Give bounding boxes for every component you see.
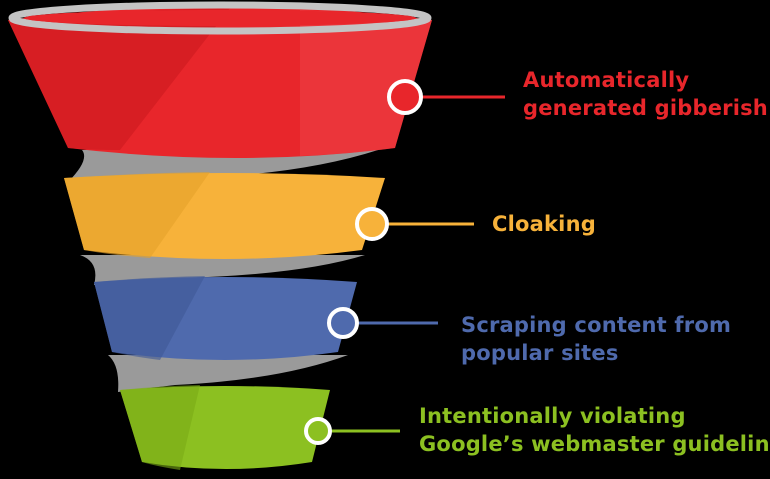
tier-1-rim <box>8 1 432 35</box>
pointer-marker-3 <box>327 307 359 339</box>
stage-2-label-line-1: Cloaking <box>492 212 596 236</box>
pointer-marker-1 <box>387 79 423 115</box>
pointer-marker-4 <box>304 417 332 445</box>
funnel-tier-3 <box>94 276 357 360</box>
tier-4-shade <box>120 385 200 470</box>
stage-1-label-line-1: Automatically <box>523 68 690 92</box>
funnel-tier-2 <box>64 172 385 259</box>
funnel-tier-4 <box>120 385 330 470</box>
stage-3-label-line-1: Scraping content from <box>461 313 732 337</box>
stage-2-label: Cloaking <box>492 210 596 238</box>
tier-1-opening <box>24 10 416 26</box>
stage-4-label-line-1: Intentionally violating <box>419 404 686 428</box>
stage-3-label-line-2: popular sites <box>461 341 619 365</box>
tier-2-shade <box>64 172 210 258</box>
tier-1-shade <box>8 8 230 150</box>
stage-1-label: Automatically generated gibberish <box>523 66 768 122</box>
spiral-connector-2 <box>80 255 365 285</box>
stage-3-label: Scraping content from popular sites <box>461 311 731 367</box>
funnel-tier-1 <box>8 1 432 158</box>
stage-4-label: Intentionally violating Google’s webmast… <box>419 402 770 458</box>
stage-4-label-line-2: Google’s webmaster guidelines <box>419 432 770 456</box>
pointer-marker-2 <box>355 207 389 241</box>
tier-1-highlight <box>300 10 432 156</box>
tier-3-shade <box>94 276 205 360</box>
stage-1-label-line-2: generated gibberish <box>523 96 768 120</box>
spiral-connector-3 <box>108 355 348 392</box>
